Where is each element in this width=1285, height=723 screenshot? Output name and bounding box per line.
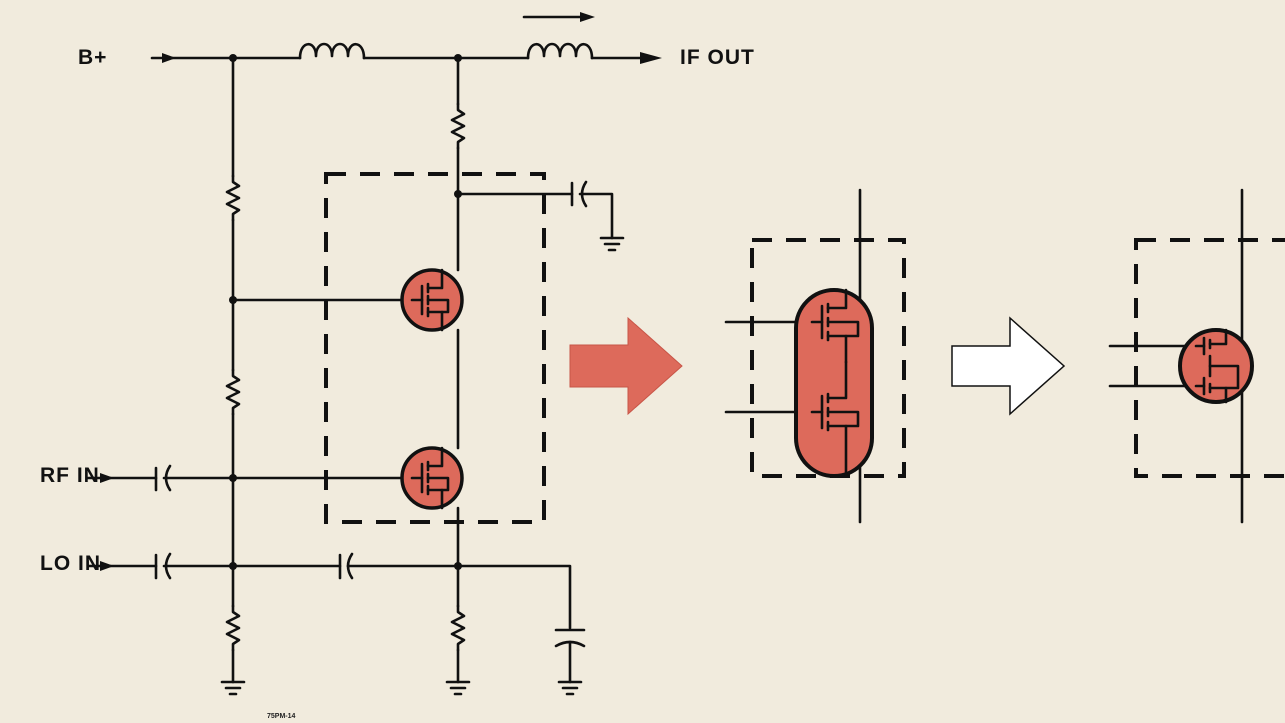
zigzag-resistor-icon bbox=[225, 174, 241, 222]
ground-icon bbox=[599, 236, 625, 252]
rf-in-label: RF IN bbox=[40, 464, 100, 487]
dual-gate-mosfet-icon bbox=[400, 268, 464, 332]
zigzag-resistor-icon bbox=[225, 604, 241, 652]
coil-icon bbox=[526, 42, 594, 60]
zigzag-resistor-icon bbox=[450, 102, 466, 150]
white-block-arrow bbox=[951, 316, 1066, 416]
rf-input bbox=[86, 464, 235, 492]
lo-input bbox=[86, 552, 460, 580]
figure-code: 75PM-14 bbox=[267, 713, 296, 720]
b-plus-label: B+ bbox=[78, 46, 107, 69]
left-schematic: B+ IF OUT RF IN LO IN 75PM-14 bbox=[40, 12, 755, 720]
ground-icon bbox=[557, 680, 583, 696]
package-boundary bbox=[324, 172, 546, 524]
ground-icon bbox=[445, 680, 471, 696]
dual-gate-mosfet-icon bbox=[400, 446, 464, 510]
package-boundary bbox=[750, 238, 906, 478]
ground-icon bbox=[220, 680, 246, 696]
dual-gate-mosfet-icon bbox=[794, 288, 874, 478]
fet-stack-chain bbox=[445, 56, 625, 696]
bias-divider bbox=[220, 56, 246, 696]
red-block-arrow bbox=[569, 316, 683, 416]
package-boundary bbox=[1134, 238, 1285, 478]
if-out-label: IF OUT bbox=[680, 46, 755, 69]
coil-icon bbox=[298, 42, 366, 60]
merged-device-diagram bbox=[724, 188, 906, 524]
lo-in-label: LO IN bbox=[40, 552, 101, 575]
single-device-diagram bbox=[1108, 188, 1285, 524]
zigzag-resistor-icon bbox=[450, 604, 466, 652]
b-plus-rail bbox=[150, 12, 662, 64]
zigzag-resistor-icon bbox=[225, 368, 241, 416]
